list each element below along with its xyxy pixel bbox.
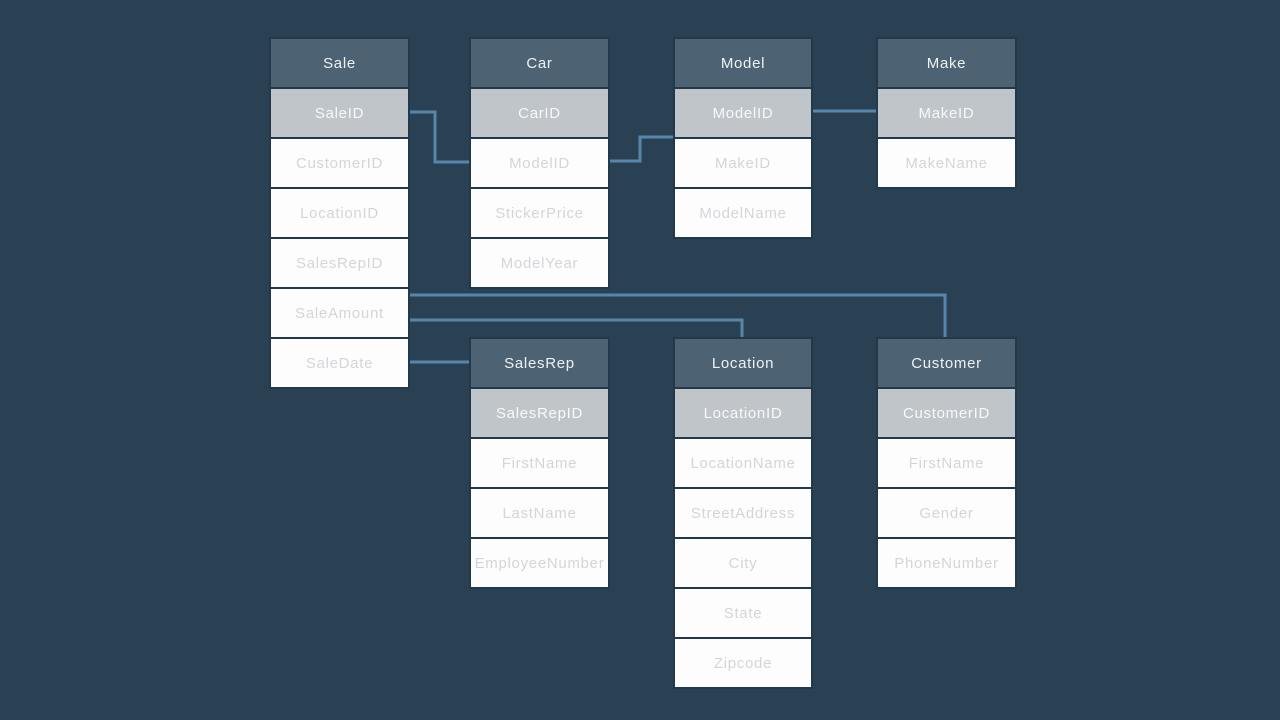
field-customer-firstname: FirstName — [878, 439, 1015, 487]
connector-sale-to-car — [403, 110, 469, 164]
field-location-zipcode: Zipcode — [675, 639, 811, 687]
field-sale-saleamount: SaleAmount — [271, 289, 408, 337]
field-sale-locationid: LocationID — [271, 189, 408, 237]
field-sale-customerid: CustomerID — [271, 139, 408, 187]
field-location-locationname: LocationName — [675, 439, 811, 487]
table-title-car: Car — [471, 39, 608, 87]
table-title-sale: Sale — [271, 39, 408, 87]
field-salesrep-employeenumber: EmployeeNumber — [471, 539, 608, 587]
field-location-city: City — [675, 539, 811, 587]
connector-sale-to-customer — [409, 293, 947, 339]
connector-car-to-model — [604, 135, 673, 163]
field-sale-saledate: SaleDate — [271, 339, 408, 387]
field-car-carid: CarID — [471, 89, 608, 137]
field-location-locationid: LocationID — [675, 389, 811, 437]
field-model-modelid: ModelID — [675, 89, 811, 137]
table-title-customer: Customer — [878, 339, 1015, 387]
field-make-makename: MakeName — [878, 139, 1015, 187]
field-car-modelyear: ModelYear — [471, 239, 608, 287]
field-car-stickerprice: StickerPrice — [471, 189, 608, 237]
field-sale-salesrepid: SalesRepID — [271, 239, 408, 287]
table-title-location: Location — [675, 339, 811, 387]
field-location-state: State — [675, 589, 811, 637]
field-location-streetaddress: StreetAddress — [675, 489, 811, 537]
field-car-modelid: ModelID — [471, 139, 608, 187]
field-model-modelname: ModelName — [675, 189, 811, 237]
field-model-makeid: MakeID — [675, 139, 811, 187]
field-sale-saleid: SaleID — [271, 89, 408, 137]
table-title-model: Model — [675, 39, 811, 87]
field-salesrep-lastname: LastName — [471, 489, 608, 537]
field-salesrep-firstname: FirstName — [471, 439, 608, 487]
table-title-salesrep: SalesRep — [471, 339, 608, 387]
table-title-make: Make — [878, 39, 1015, 87]
field-make-makeid: MakeID — [878, 89, 1015, 137]
field-customer-gender: Gender — [878, 489, 1015, 537]
field-salesrep-salesrepid: SalesRepID — [471, 389, 608, 437]
field-customer-customerid: CustomerID — [878, 389, 1015, 437]
field-customer-phonenumber: PhoneNumber — [878, 539, 1015, 587]
